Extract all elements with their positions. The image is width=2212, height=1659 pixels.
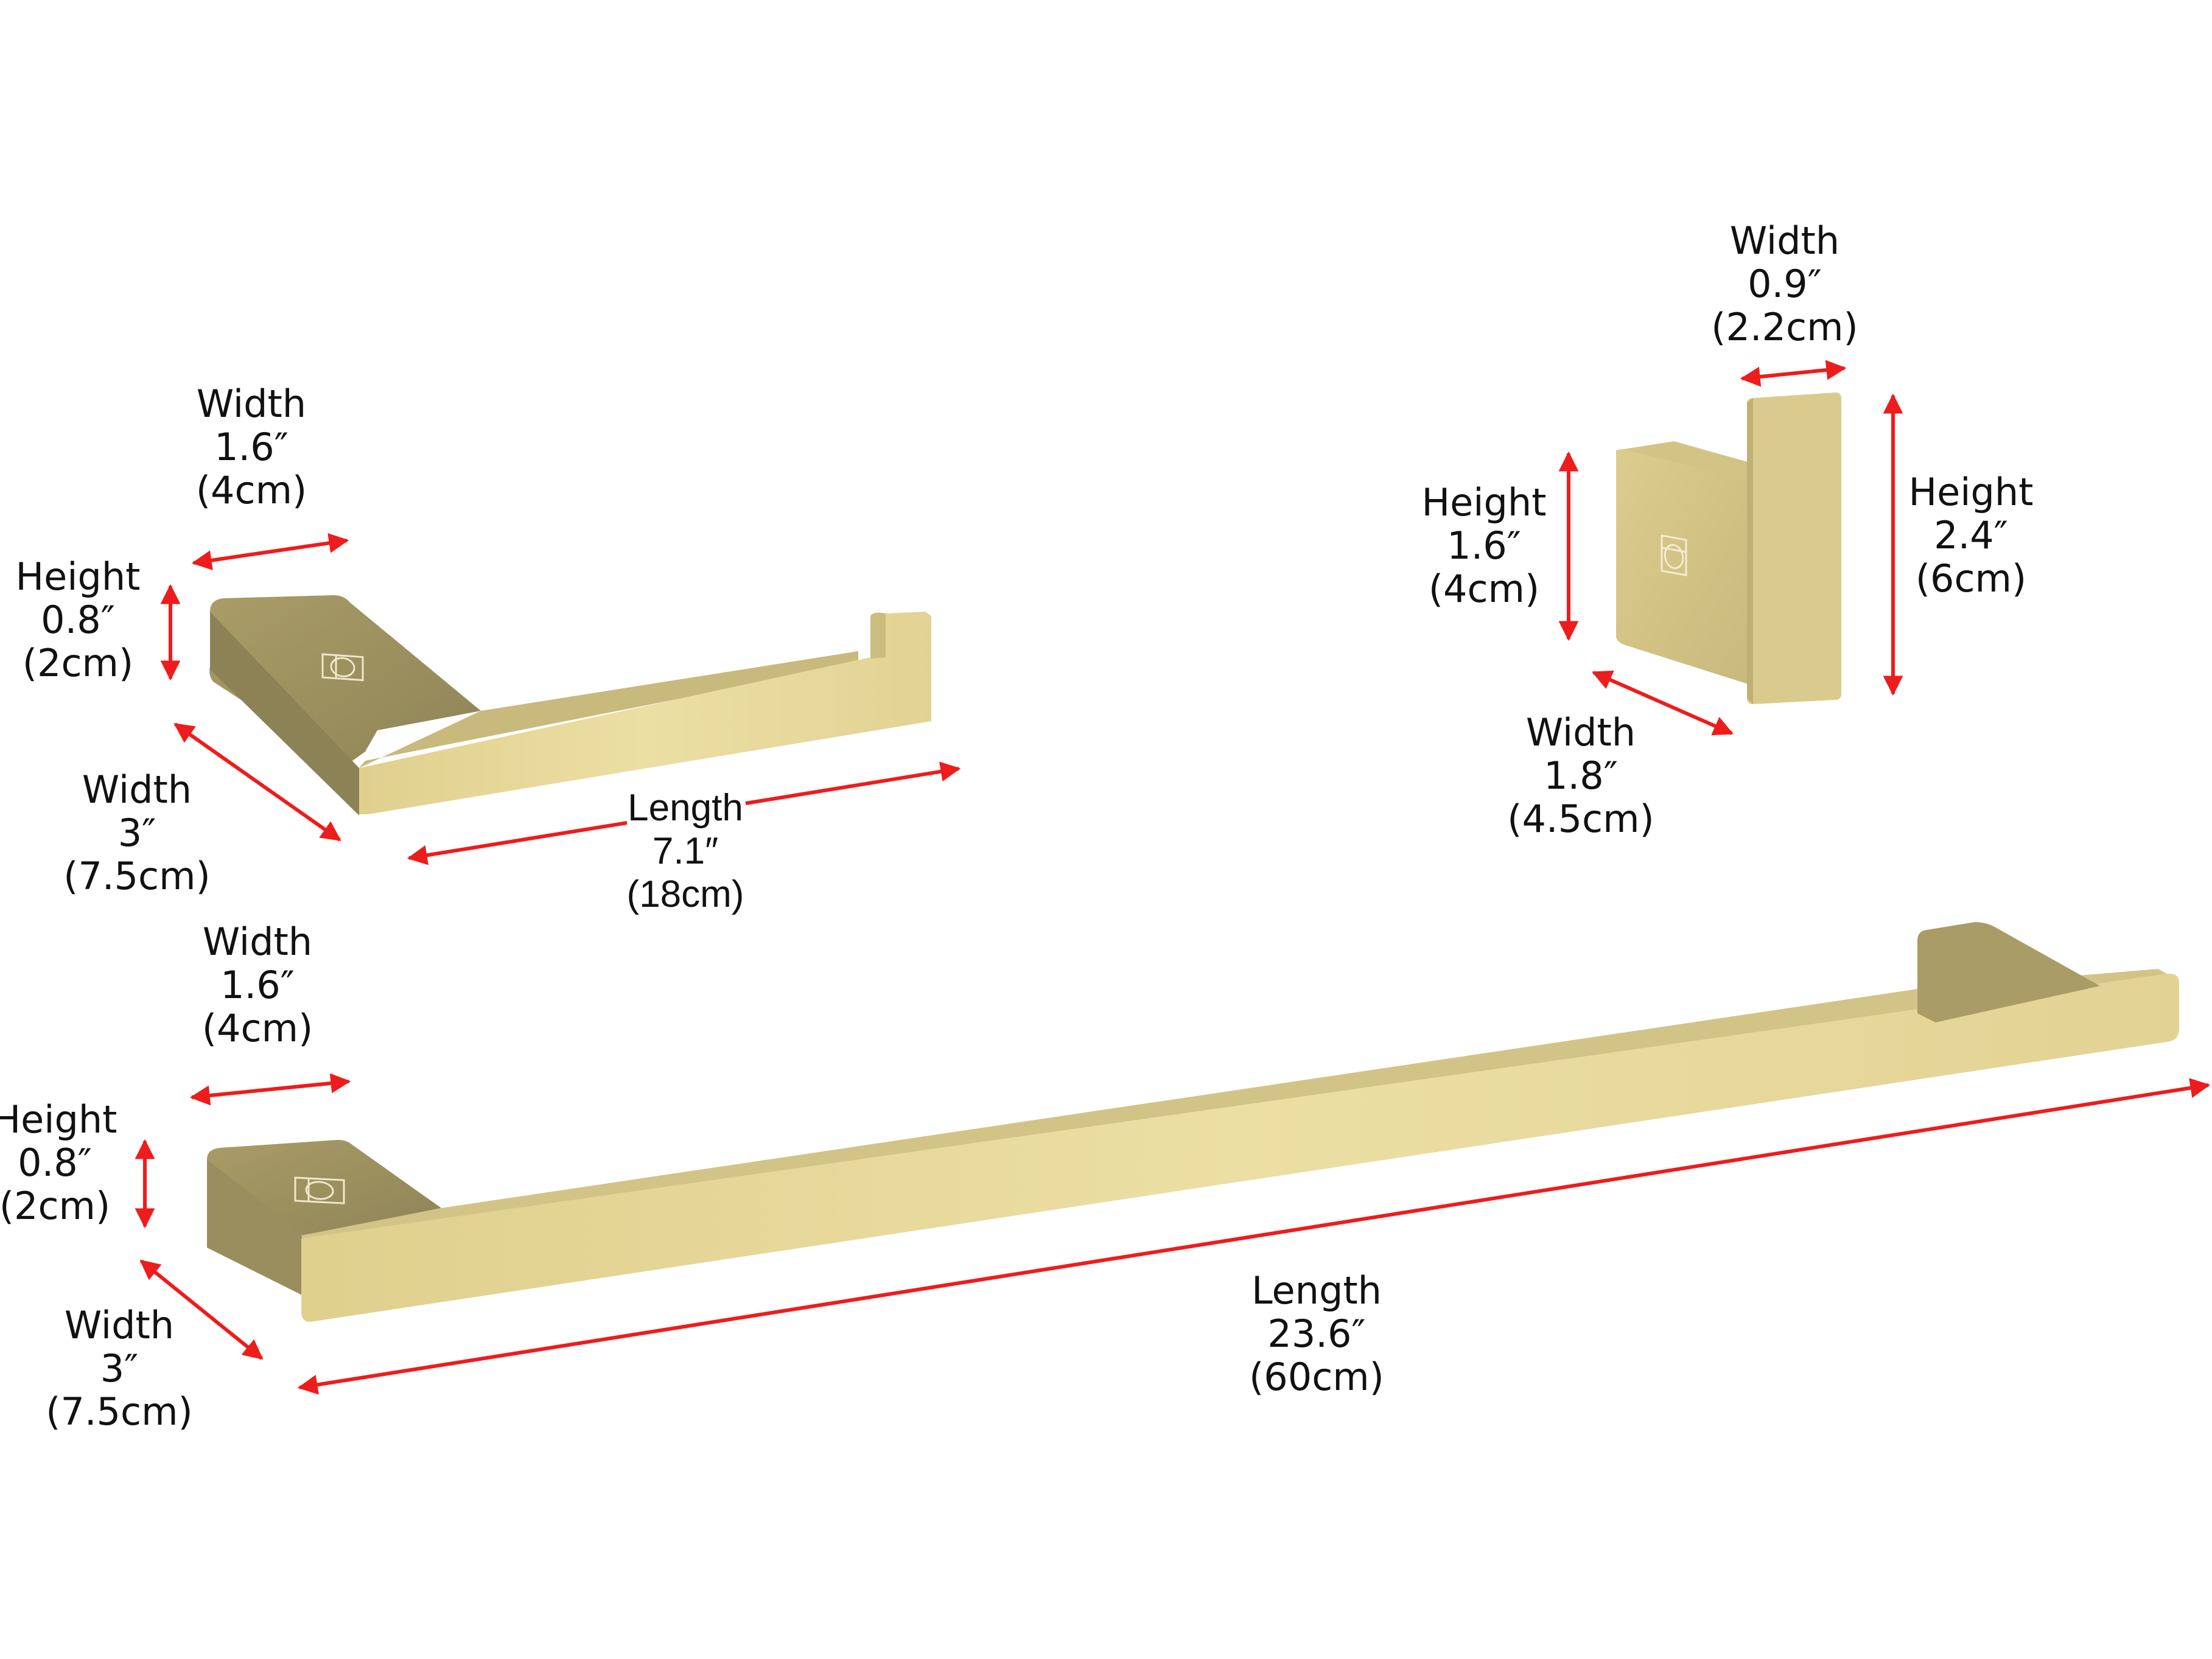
hook-width-top-arrow [1740,360,1847,387]
hook-width-base-label: Width 1.8″ (4.5cm) [1507,710,1654,841]
tp-width-depth-arrow [173,722,341,842]
tp-width-depth-label: Width 3″ (7.5cm) [63,767,211,898]
hook-width-base-arrow [1591,670,1734,736]
bar-width-depth-label: Width 3″ (7.5cm) [46,1303,193,1434]
tp-length-label: Length 7.1″ (18cm) [626,787,744,915]
tp-height-label: Height 0.8″ (2cm) [15,554,141,685]
tp-width-top-label: Width 1.6″ (4cm) [195,382,307,512]
robe-hook-illustration [1616,393,1841,704]
bar-width-top-label: Width 1.6″ (4cm) [201,920,313,1050]
bar-length-label: Length 23.6″ (60cm) [1249,1268,1384,1399]
toilet-paper-holder-illustration [209,595,931,816]
tp-width-top-arrow [191,533,349,571]
tp-length-arrow-right [745,761,961,805]
hook-height-total-label: Height 2.4″ (6cm) [1908,470,2034,601]
bar-length-arrow [297,1078,2211,1395]
bar-width-depth-arrow [139,1259,264,1360]
towel-bar-illustration [207,922,2179,1322]
hook-width-top-label: Width 0.9″ (2.2cm) [1711,218,1858,349]
hook-height-base-label: Height 1.6″ (4cm) [1421,480,1547,611]
bar-height-label: Height 0.8″ (2cm) [0,1097,117,1228]
tp-length-arrow-left [407,821,628,865]
brand-logo-icon [1661,534,1687,576]
brand-logo-icon [321,653,364,682]
bar-width-top-arrow [189,1073,351,1106]
